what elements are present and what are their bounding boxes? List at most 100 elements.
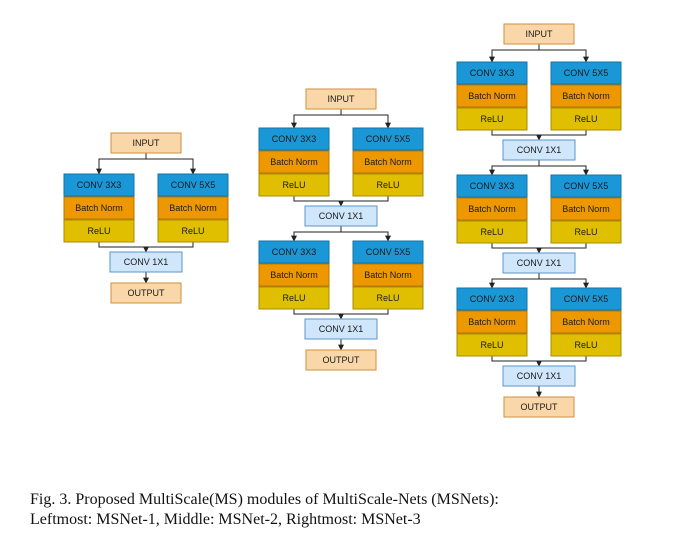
module-1-block-1-left-relu-box: ReLU [63, 219, 135, 243]
module-3-block-3-conv1x1-box: CONV 1X1 [502, 365, 576, 387]
module-2-block-2-right-batchnorm-box: Batch Norm [352, 263, 424, 287]
module-3-input-box: INPUT [503, 23, 575, 45]
module-1-output-box-label: OUTPUT [128, 288, 166, 298]
module-3-block-2-conv3x3-box: CONV 3X3 [456, 174, 528, 198]
module-1-block-1-right-relu-box-label: ReLU [181, 226, 204, 236]
module-2-input-box: INPUT [305, 88, 377, 110]
module-3-block-3-right-relu-box: ReLU [550, 333, 622, 357]
module-2-block-1-split-right-arrow [341, 114, 391, 129]
module-3-block-3-right-batchnorm-box-label: Batch Norm [562, 317, 610, 327]
module-2-block-2-conv1x1-box-label: CONV 1X1 [319, 324, 364, 334]
module-2-block-2-conv3x3-box-label: CONV 3X3 [272, 247, 317, 257]
module-1-block-1-merge-line [98, 242, 194, 248]
module-2-block-2-conv5x5-box: CONV 5X5 [352, 240, 424, 264]
module-1-block-1-conv3x3-box: CONV 3X3 [63, 173, 135, 197]
module-3-block-3-right-batchnorm-box: Batch Norm [550, 310, 622, 334]
module-3-block-1-conv3x3-box: CONV 3X3 [456, 61, 528, 85]
module-2-input-box-label: INPUT [328, 94, 356, 104]
module-2-block-2-left-relu-box: ReLU [258, 286, 330, 310]
module-1-block-1-left-batchnorm-box: Batch Norm [63, 196, 135, 220]
module-3-block-3-right-relu-box-label: ReLU [574, 340, 597, 350]
module-3-block-1-right-relu-box: ReLU [550, 107, 622, 131]
module-3-block-3-left-relu-box: ReLU [456, 333, 528, 357]
module-3-block-2-conv3x3-box-label: CONV 3X3 [470, 181, 515, 191]
module-1-block-1-split-right-arrow [146, 158, 196, 175]
module-3-block-2-right-relu-box: ReLU [550, 220, 622, 244]
module-3-block-1-left-batchnorm-box: Batch Norm [456, 84, 528, 108]
module-2-block-1-conv3x3-box-label: CONV 3X3 [272, 134, 317, 144]
module-2-block-2-right-relu-box-label: ReLU [376, 293, 399, 303]
module-3-output-box-label: OUTPUT [521, 402, 559, 412]
module-3-block-1-conv5x5-box: CONV 5X5 [550, 61, 622, 85]
module-3-block-1-split-left-arrow [489, 44, 540, 63]
module-3-block-3-merge-line [491, 356, 587, 362]
module-2-block-2-left-batchnorm-box: Batch Norm [258, 263, 330, 287]
module-2-block-1-left-batchnorm-box-label: Batch Norm [270, 157, 318, 167]
module-2-block-1-split-left-arrow [291, 109, 342, 129]
module-3-block-3-conv3x3-box: CONV 3X3 [456, 287, 528, 311]
module-2-block-2-right-relu-box: ReLU [352, 286, 424, 310]
module-3-block-3-conv5x5-box-label: CONV 5X5 [564, 294, 609, 304]
module-3-block-3-split-left-arrow [489, 273, 540, 289]
module-1-block-1-conv5x5-box-label: CONV 5X5 [171, 180, 216, 190]
module-3-block-3-conv3x3-box-label: CONV 3X3 [470, 294, 515, 304]
module-3-block-1-left-relu-box: ReLU [456, 107, 528, 131]
module-2-block-2-merge-line [293, 309, 389, 315]
module-3-block-1-split-right-arrow [539, 49, 589, 63]
module-3-block-1-left-batchnorm-box-label: Batch Norm [468, 91, 516, 101]
module-2-block-1-conv1x1-box: CONV 1X1 [304, 205, 378, 227]
module-1-block-1-conv3x3-box-label: CONV 3X3 [77, 180, 122, 190]
module-2-block-2-conv3x3-box: CONV 3X3 [258, 240, 330, 264]
module-3-block-1-right-relu-box-label: ReLU [574, 114, 597, 124]
module-2-block-2-conv1x1-box: CONV 1X1 [304, 318, 378, 340]
module-3-block-2-conv1x1-box-label: CONV 1X1 [517, 258, 562, 268]
module-3-block-1-right-batchnorm-box: Batch Norm [550, 84, 622, 108]
module-1-block-1-right-batchnorm-box: Batch Norm [157, 196, 229, 220]
module-1-block-1-right-relu-box: ReLU [157, 219, 229, 243]
module-2-block-1-right-relu-box: ReLU [352, 173, 424, 197]
module-2-output-box: OUTPUT [305, 349, 377, 371]
module-2-block-1-right-relu-box-label: ReLU [376, 180, 399, 190]
module-2-block-2-right-batchnorm-box-label: Batch Norm [364, 270, 412, 280]
module-2-block-1-left-relu-box: ReLU [258, 173, 330, 197]
module-3-block-3-left-relu-box-label: ReLU [480, 340, 503, 350]
module-3-block-3-conv5x5-box: CONV 5X5 [550, 287, 622, 311]
module-3-block-2-conv5x5-box: CONV 5X5 [550, 174, 622, 198]
module-1-block-1-split-left-arrow [96, 153, 147, 175]
module-2-block-1-conv5x5-box: CONV 5X5 [352, 127, 424, 151]
module-2-block-1-conv5x5-box-label: CONV 5X5 [366, 134, 411, 144]
module-1-block-1-left-batchnorm-box-label: Batch Norm [75, 203, 123, 213]
module-2-output-box-label: OUTPUT [323, 355, 361, 365]
module-3-block-3-left-batchnorm-box-label: Batch Norm [468, 317, 516, 327]
module-3-block-2-left-relu-box: ReLU [456, 220, 528, 244]
module-1-block-1-left-relu-box-label: ReLU [87, 226, 110, 236]
module-3-block-3-conv1x1-box-label: CONV 1X1 [517, 371, 562, 381]
caption-line-2: Leftmost: MSNet-1, Middle: MSNet-2, Righ… [30, 511, 421, 528]
module-3-block-1-conv5x5-box-label: CONV 5X5 [564, 68, 609, 78]
module-3-block-1-left-relu-box-label: ReLU [480, 114, 503, 124]
module-1-input-box-label: INPUT [133, 138, 161, 148]
caption-line-1: Fig. 3. Proposed MultiScale(MS) modules … [30, 491, 499, 508]
module-3-block-2-conv1x1-box: CONV 1X1 [502, 252, 576, 274]
module-3-block-2-right-batchnorm-box: Batch Norm [550, 197, 622, 221]
module-2-block-1-left-batchnorm-box: Batch Norm [258, 150, 330, 174]
module-2-block-1-merge-line [293, 196, 389, 202]
module-3-block-1-conv3x3-box-label: CONV 3X3 [470, 68, 515, 78]
module-3-block-2-left-relu-box-label: ReLU [480, 227, 503, 237]
module-1-input-box: INPUT [110, 132, 182, 154]
module-2-block-1-conv3x3-box: CONV 3X3 [258, 127, 330, 151]
module-3-block-2-conv5x5-box-label: CONV 5X5 [564, 181, 609, 191]
module-2-block-1-right-batchnorm-box: Batch Norm [352, 150, 424, 174]
module-3-block-1-merge-line [491, 130, 587, 136]
module-3-block-1-conv1x1-box-label: CONV 1X1 [517, 145, 562, 155]
module-1-block-1-conv5x5-box: CONV 5X5 [157, 173, 229, 197]
module-3-block-1-right-batchnorm-box-label: Batch Norm [562, 91, 610, 101]
module-1-block-1-conv1x1-box: CONV 1X1 [109, 251, 183, 273]
module-3-block-2-right-relu-box-label: ReLU [574, 227, 597, 237]
module-2-block-1-left-relu-box-label: ReLU [282, 180, 305, 190]
module-2-block-1-right-batchnorm-box-label: Batch Norm [364, 157, 412, 167]
module-3-block-2-merge-line [491, 243, 587, 249]
module-2-block-2-conv5x5-box-label: CONV 5X5 [366, 247, 411, 257]
module-1-block-1-right-batchnorm-box-label: Batch Norm [169, 203, 217, 213]
